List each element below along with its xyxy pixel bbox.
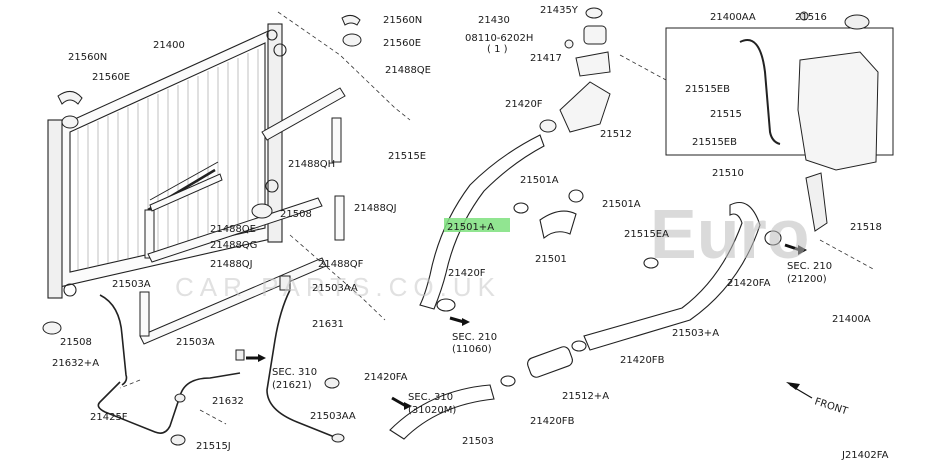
- part-label: (31020M): [408, 405, 456, 416]
- drawing-code: J21402FA: [841, 450, 889, 461]
- part-label: 21631: [312, 319, 344, 330]
- filler-neck-assembly: [539, 7, 611, 133]
- part-label: 21501A: [602, 199, 641, 210]
- part-label: 21560N: [383, 15, 422, 26]
- part-label: 21425F: [90, 412, 128, 423]
- part-label: (21621): [272, 380, 312, 391]
- part-label: SEC. 310: [272, 367, 317, 378]
- part-label: 21515E: [388, 151, 426, 162]
- part-label: 21515EA: [624, 229, 669, 240]
- part-label: SEC. 210: [787, 261, 832, 272]
- part-label: 21560N: [68, 52, 107, 63]
- part-label: 21488QG: [210, 240, 257, 251]
- part-label: 21435Y: [540, 5, 579, 16]
- part-label: ( 1 ): [487, 44, 508, 55]
- oil-cooler-hoses: [97, 275, 345, 446]
- direction-arrows: [246, 243, 807, 410]
- leader-lines: [119, 11, 876, 425]
- part-label: 21512+A: [562, 391, 609, 402]
- radiator-core: [47, 23, 287, 299]
- part-label: 21503AA: [312, 283, 358, 294]
- part-label: SEC. 210: [452, 332, 497, 343]
- part-label: 21488QJ: [210, 259, 253, 270]
- part-label: 21508: [60, 337, 92, 348]
- part-label: 21400AA: [710, 12, 756, 23]
- part-label: 21400: [153, 40, 185, 51]
- part-label: 21488QH: [288, 159, 335, 170]
- part-label: 21503AA: [310, 411, 356, 422]
- part-label: 21503A: [176, 337, 215, 348]
- part-label: SEC. 310: [408, 392, 453, 403]
- part-label: 21430: [478, 15, 510, 26]
- part-label: 08110-6202H: [465, 33, 533, 44]
- part-label: 21632+A: [52, 358, 99, 369]
- part-label: 21501: [535, 254, 567, 265]
- highlighted-part-marker: [444, 218, 510, 232]
- mount-bushings-left: [42, 14, 362, 335]
- part-label: 21632: [212, 396, 244, 407]
- part-label: 21560E: [92, 72, 130, 83]
- part-label: 21400A: [832, 314, 871, 325]
- part-label: 21420FA: [727, 278, 771, 289]
- part-label: 21510: [712, 168, 744, 179]
- part-label: 21420F: [505, 99, 543, 110]
- part-label: 21420FB: [530, 416, 575, 427]
- part-label: 21512: [600, 129, 632, 140]
- part-label: 21488QE: [210, 224, 256, 235]
- part-label: (21200): [787, 274, 827, 285]
- watermark-sub: CAR PARTS.CO.UK: [175, 272, 501, 302]
- upper-radiator-hose: [419, 134, 584, 312]
- part-label: 21488QE: [385, 65, 431, 76]
- part-label: 21560E: [383, 38, 421, 49]
- watermark: Euro CAR PARTS.CO.UK: [175, 195, 809, 302]
- front-label: FRONT: [813, 396, 850, 417]
- part-label: 21518: [850, 222, 882, 233]
- part-label: 21417: [530, 53, 562, 64]
- part-label: 21503A: [112, 279, 151, 290]
- part-label-highlighted: 21501+A: [447, 222, 494, 233]
- part-label: 21508: [280, 209, 312, 220]
- reservoir-tank-group: [665, 11, 894, 232]
- part-label: (11060): [452, 344, 492, 355]
- part-label: 21488QF: [318, 259, 364, 270]
- part-label: 21503: [462, 436, 494, 447]
- lower-radiator-hose: [389, 201, 782, 440]
- part-label: 21420F: [448, 268, 486, 279]
- part-label: 21420FB: [620, 355, 665, 366]
- part-label: 21515: [710, 109, 742, 120]
- part-label: 21515EB: [692, 137, 737, 148]
- part-label: 21501A: [520, 175, 559, 186]
- part-label: 21420FA: [364, 372, 408, 383]
- part-label: 21503+A: [672, 328, 719, 339]
- part-label: 21515J: [196, 441, 231, 452]
- part-label: 21515EB: [685, 84, 730, 95]
- watermark-brand: Euro: [650, 195, 809, 273]
- part-label: 21516: [795, 12, 827, 23]
- part-labels: 21400 21560N 21560E 21560N 21560E 21430 …: [52, 5, 889, 461]
- part-label: 21488QJ: [354, 203, 397, 214]
- front-indicator: FRONT: [786, 382, 850, 418]
